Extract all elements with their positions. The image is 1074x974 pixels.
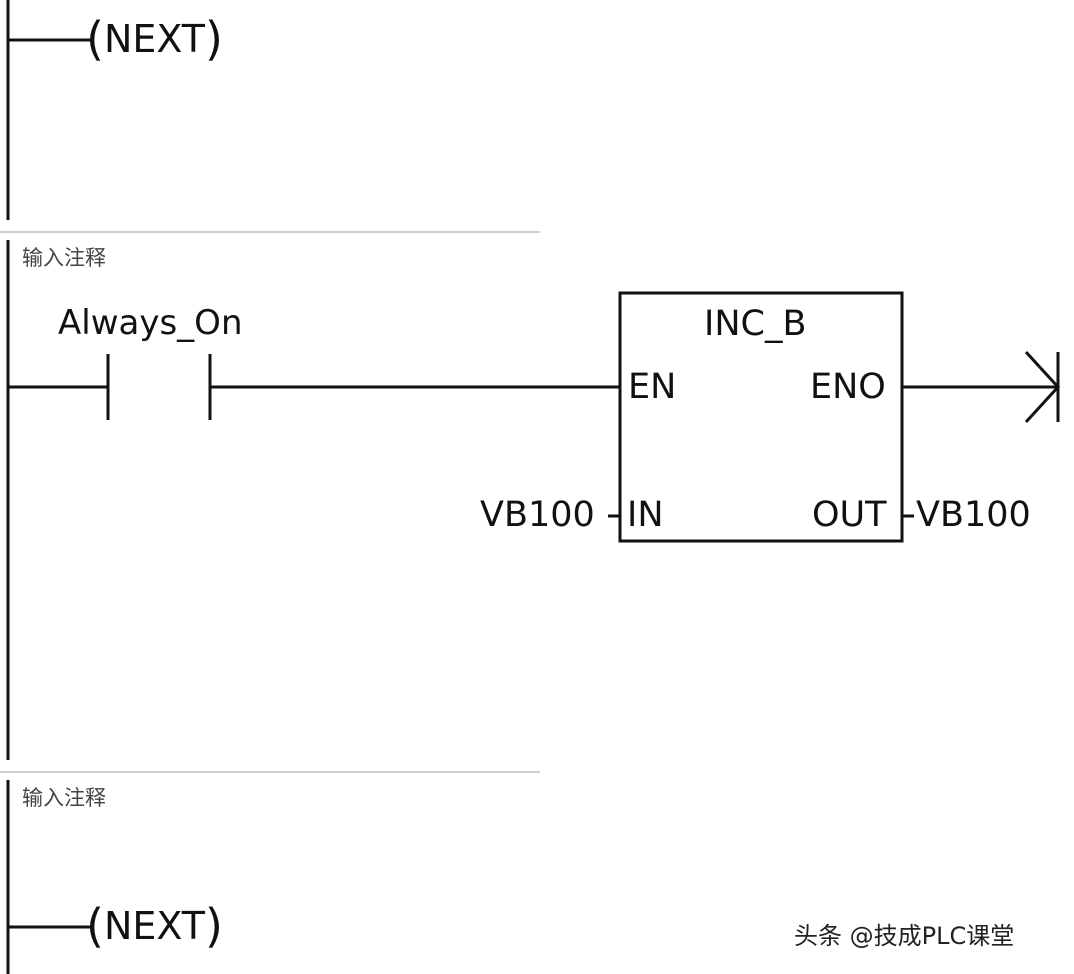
next-coil-network-1: (NEXT) — [86, 16, 223, 63]
coil-label: NEXT — [103, 904, 205, 948]
contact-label-always-on: Always_On — [58, 303, 243, 343]
network-3-comment[interactable]: 输入注释 — [22, 786, 106, 810]
next-coil-network-3: (NEXT) — [86, 903, 223, 950]
inc-b-box — [618, 291, 904, 543]
coil-close-paren: ) — [204, 899, 223, 953]
eno-pin-label: ENO — [810, 367, 886, 407]
en-pin-label: EN — [628, 367, 677, 407]
network-2-comment[interactable]: 输入注释 — [22, 246, 106, 270]
in-pin-label: IN — [627, 495, 664, 535]
out-operand: VB100 — [916, 495, 1031, 535]
coil-open-paren: ( — [86, 12, 104, 66]
box-title: INC_B — [704, 304, 807, 344]
out-pin-label: OUT — [812, 495, 887, 535]
in-operand: VB100 — [480, 495, 595, 535]
watermark: 头条 @技成PLC课堂 — [794, 922, 1015, 950]
coil-close-paren: ) — [204, 12, 223, 66]
coil-label: NEXT — [103, 17, 205, 61]
coil-open-paren: ( — [86, 899, 104, 953]
